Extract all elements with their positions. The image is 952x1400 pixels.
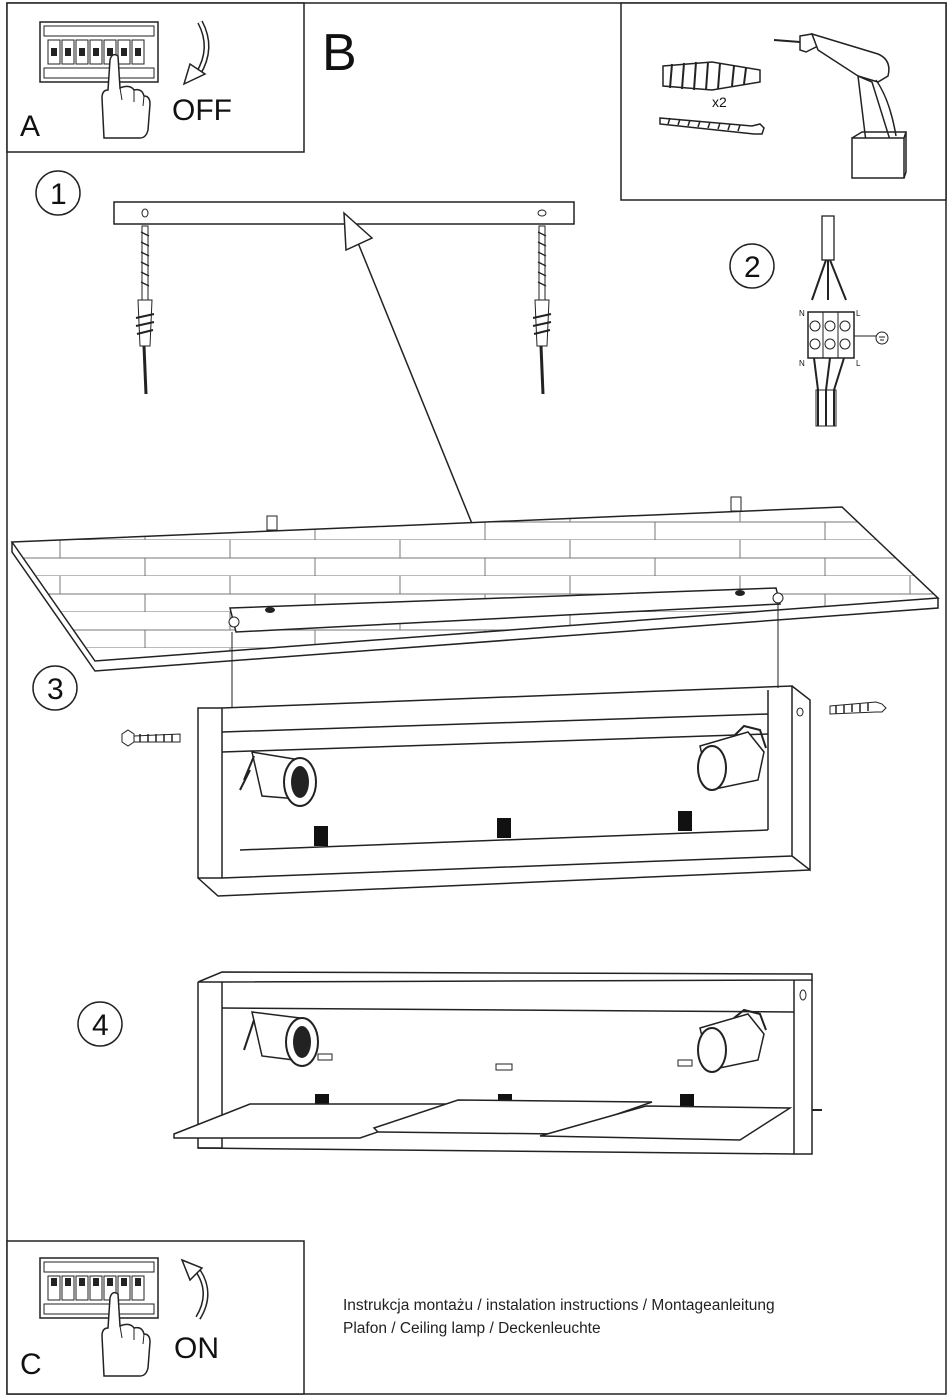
screw-icon xyxy=(659,117,765,135)
wire-label-l-top: L xyxy=(856,309,861,318)
switch-on-label: ON xyxy=(174,1332,219,1365)
wall-plug-icon xyxy=(662,61,761,91)
rotate-up-arrow-icon xyxy=(180,1258,209,1320)
panel-b-letter: B xyxy=(322,24,357,82)
lamp-frame-assembled xyxy=(197,971,822,1155)
hardware-panel: x2 xyxy=(620,2,947,201)
lamp-socket-2 xyxy=(497,818,511,838)
hand-pointer-on-icon xyxy=(101,1291,151,1377)
step-4-number: 4 xyxy=(92,1009,109,1042)
step-3-number: 3 xyxy=(47,673,64,706)
panel-a: OFF A xyxy=(6,2,305,153)
step-3: 3 xyxy=(32,604,887,897)
drill-icon xyxy=(773,32,908,179)
footer-caption: Instrukcja montażu / instalation instruc… xyxy=(343,1294,775,1340)
step-1-number: 1 xyxy=(50,178,67,211)
panel-a-letter: A xyxy=(20,110,40,143)
screw-anchor-left xyxy=(135,225,155,395)
lamp-socket-3 xyxy=(678,811,692,831)
lamp-frame-open xyxy=(197,685,811,897)
spotlight-right xyxy=(697,724,767,791)
hardware-count-label: x2 xyxy=(712,94,727,110)
screw-anchor-right xyxy=(532,225,552,395)
spotlight-right-assembled xyxy=(677,1008,767,1073)
panel-c: ON C xyxy=(6,1240,305,1395)
step-1: 1 xyxy=(35,170,575,601)
footer-line-2: Plafon / Ceiling lamp / Deckenleuchte xyxy=(343,1320,601,1337)
side-screw-left xyxy=(121,729,181,747)
breaker-box-on-icon xyxy=(39,1257,159,1319)
wire-label-n-bottom: N xyxy=(799,359,805,368)
side-screw-right xyxy=(829,701,887,715)
lamp-socket-1 xyxy=(314,826,328,846)
breaker-box-icon xyxy=(39,21,159,83)
spotlight-left-assembled xyxy=(243,1011,333,1067)
terminal-block-icon xyxy=(807,215,889,427)
glass-panels xyxy=(173,1099,793,1141)
rotate-arrow-icon xyxy=(182,20,210,86)
step-4: 4 xyxy=(77,971,822,1155)
switch-off-label: OFF xyxy=(172,94,232,127)
panel-c-letter: C xyxy=(20,1348,42,1381)
spotlight-left xyxy=(239,751,317,807)
footer-line-1: Instrukcja montażu / instalation instruc… xyxy=(343,1297,775,1314)
hand-pointer-icon xyxy=(101,53,151,139)
ceiling xyxy=(10,496,940,672)
wire-label-l-bottom: L xyxy=(856,359,861,368)
sheet-border xyxy=(6,2,947,1395)
wire-label-n-top: N xyxy=(799,309,805,318)
step-2: 2 N L N L xyxy=(729,215,889,427)
step-2-number: 2 xyxy=(744,251,761,284)
